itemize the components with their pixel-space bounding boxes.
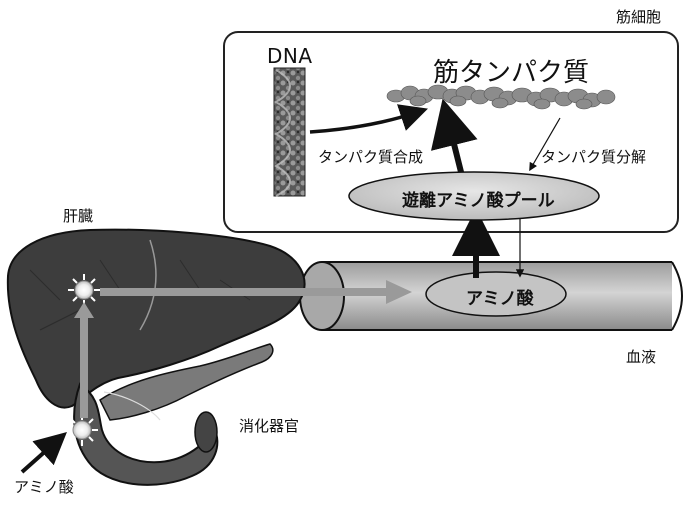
blood-amino-acid-label: アミノ酸 — [466, 284, 534, 309]
protein-degradation-label: タンパク質分解 — [541, 146, 646, 167]
muscle-cell-label: 筋細胞 — [616, 6, 661, 27]
digestive-organ-label: 消化器官 — [239, 415, 299, 436]
amino-acid-intake-label: アミノ酸 — [14, 476, 74, 497]
free-amino-acid-pool-label: 遊離アミノ酸プール — [402, 186, 555, 211]
muscle-protein-label: 筋タンパク質 — [433, 52, 589, 89]
dna-label: DNA — [267, 44, 313, 68]
blood-label: 血液 — [626, 346, 656, 367]
protein-synthesis-label: タンパク質合成 — [318, 146, 423, 167]
amino-acid-intake-arrow — [22, 440, 58, 472]
liver-label: 肝臓 — [63, 205, 93, 226]
